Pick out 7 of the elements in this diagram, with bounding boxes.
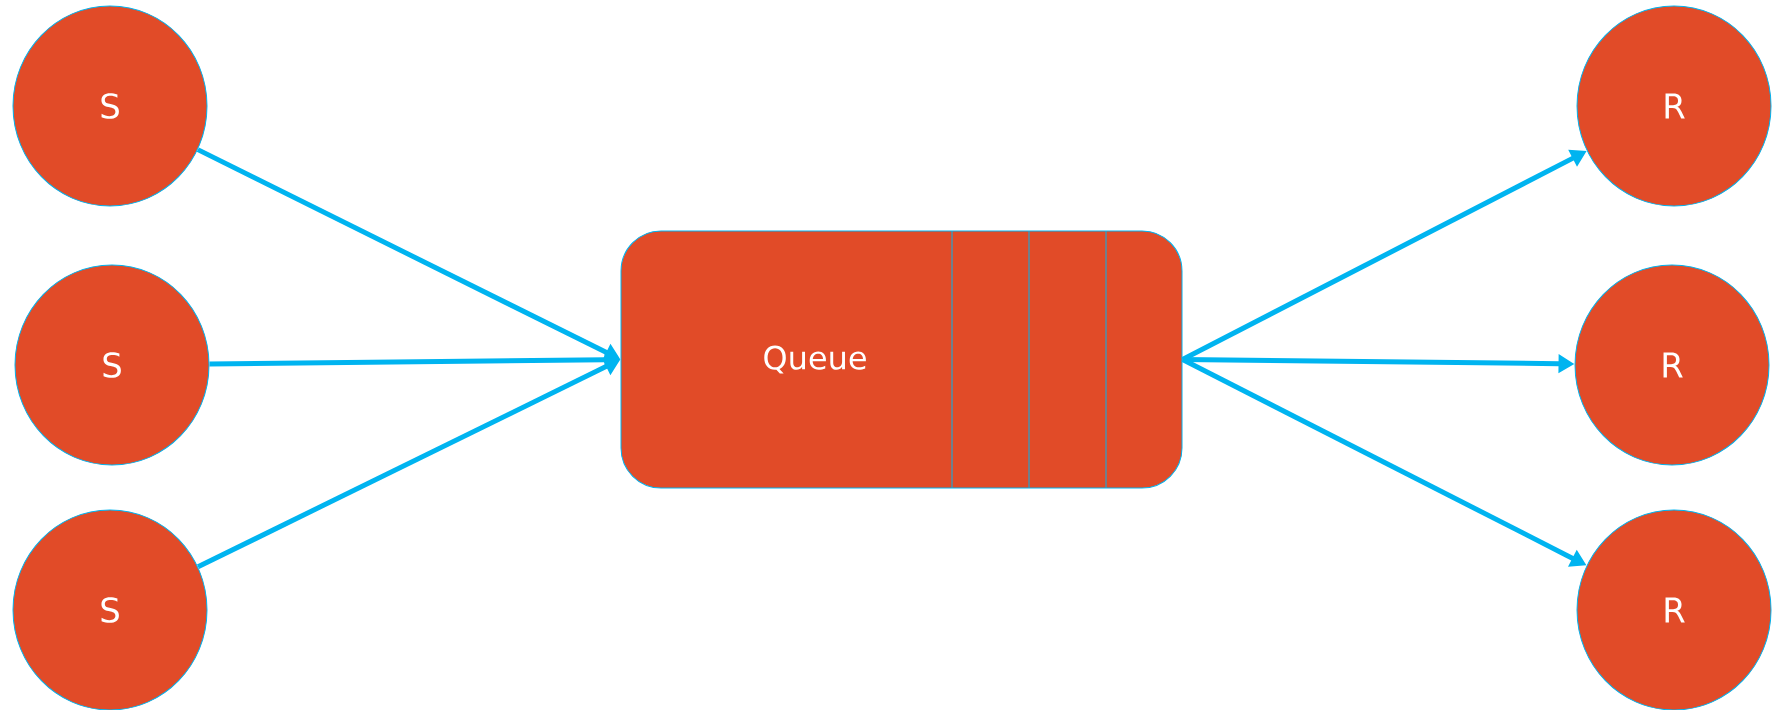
- circle-node: S: [12, 509, 208, 710]
- circle-node: R: [1576, 509, 1772, 710]
- queue-box: Queue: [620, 230, 1183, 489]
- circle-node: S: [12, 5, 208, 207]
- circle-node: S: [14, 264, 210, 466]
- circle-node: R: [1576, 5, 1772, 207]
- circle-node: R: [1574, 264, 1770, 466]
